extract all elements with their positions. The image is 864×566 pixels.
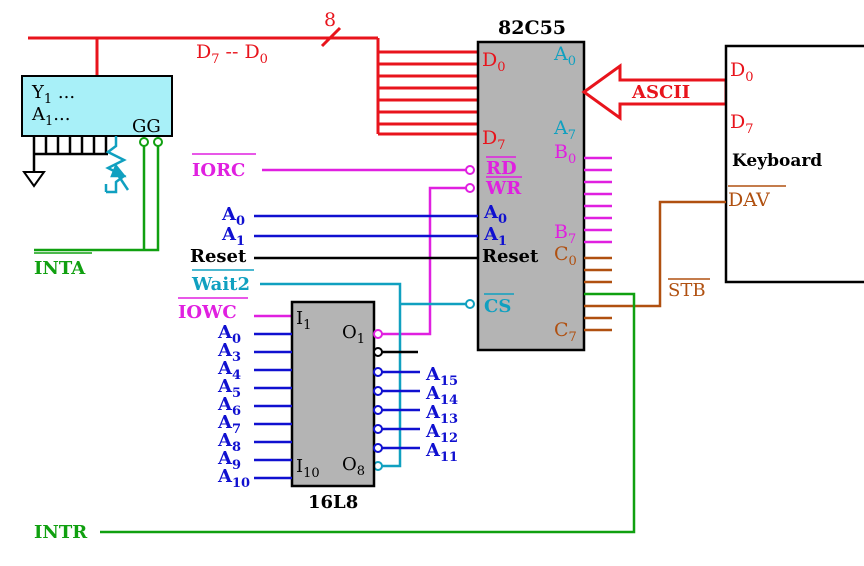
bus-width-label: 8 <box>324 9 336 31</box>
stb-wire <box>612 200 726 308</box>
ppi-wr-label: WR <box>485 178 522 199</box>
ppi-rd-label: RD <box>486 158 517 179</box>
pal-output-bubble-0 <box>373 367 383 377</box>
pal-input-label-0: A0 <box>217 322 241 347</box>
wr-wire <box>382 186 466 336</box>
decoder-y-label: Y1 ... <box>31 82 75 107</box>
iorc-label: IORC <box>192 160 245 181</box>
a0-label: A0 <box>221 204 245 229</box>
ppi-a0-label: A0 <box>483 202 507 227</box>
g-input-bubble-1 <box>139 137 149 147</box>
pal-input-label-7: A9 <box>217 448 241 473</box>
ppi-title: 82C55 <box>498 17 566 39</box>
pal-input-label-4: A6 <box>217 394 241 419</box>
ppi-a1-label: A1 <box>483 224 507 249</box>
ascii-label: ASCII <box>631 82 690 103</box>
ppi-pa7-label: A7 <box>553 117 576 143</box>
pal-input-label-1: A3 <box>217 340 241 365</box>
keyboard-name-label: Keyboard <box>732 151 822 171</box>
o2-bubble <box>373 347 383 357</box>
decoder: Y1 ... A1... GG <box>21 75 173 194</box>
ppi-pb7-label: B7 <box>554 221 576 247</box>
pal-input-label-8: A10 <box>217 466 250 491</box>
pal-input-label-5: A7 <box>217 412 241 437</box>
ppi-cs-label: CS <box>484 296 511 317</box>
pal-i1-label: I1 <box>296 308 311 333</box>
intr-label: INTR <box>34 522 88 543</box>
iowc-label: IOWC <box>178 302 237 323</box>
pal-input-label-6: A8 <box>217 430 241 455</box>
keyboard-body <box>724 44 864 284</box>
keyboard-d7-label: D7 <box>730 111 754 137</box>
rd-bubble <box>465 165 475 175</box>
pal-output-label-3: A12 <box>425 421 458 446</box>
pal-o8-label: O8 <box>342 454 365 479</box>
pal-output-label-1: A14 <box>425 383 458 408</box>
ppi-d0-label: D0 <box>482 49 506 75</box>
ppi-82c55-body <box>476 40 586 352</box>
pal-output-label-2: A13 <box>425 402 458 427</box>
port-b-pins <box>584 156 612 244</box>
reset-label: Reset <box>190 246 247 267</box>
pal-input-label-3: A5 <box>217 376 241 401</box>
pal-output-bubble-3 <box>373 424 383 434</box>
g-input-bubble-2 <box>153 137 163 147</box>
pal-o1-label: O1 <box>342 322 365 347</box>
wr-bubble <box>465 183 475 193</box>
bus-label: D7 -- D0 <box>196 41 268 67</box>
cs-bubble <box>465 299 475 309</box>
o1-bubble <box>373 329 383 339</box>
ppi-pc0-label: C0 <box>554 243 577 269</box>
resistor-icon <box>104 136 130 194</box>
data-bus <box>28 26 478 136</box>
pal-name: 16L8 <box>308 492 358 513</box>
wait2-label: Wait2 <box>191 274 250 295</box>
pal-output-bubble-1 <box>373 386 383 396</box>
keyboard-d0-label: D0 <box>730 59 754 85</box>
inta-wire <box>34 146 160 252</box>
a1-label: A1 <box>221 224 245 249</box>
wait2-wire <box>260 282 402 468</box>
pal-16l8-body <box>290 300 376 488</box>
pal-i10-label: I10 <box>296 456 320 481</box>
keyboard-dav-label: DAV <box>728 189 770 211</box>
port-c-pins <box>584 256 612 332</box>
intr-wire <box>100 292 636 534</box>
ground-icon <box>22 171 46 188</box>
pal-output-label-4: A11 <box>425 440 458 465</box>
stb-label: STB <box>668 280 706 301</box>
inta-label: INTA <box>34 258 86 279</box>
pal-output-bubble-4 <box>373 443 383 453</box>
decoder-body <box>21 75 173 137</box>
pal-input-label-2: A4 <box>217 358 241 383</box>
ppi-pb0-label: B0 <box>554 141 576 167</box>
decoder-a-label: A1... <box>31 104 70 129</box>
decoder-gg-label: GG <box>132 116 161 137</box>
ppi-reset-label: Reset <box>482 246 539 267</box>
pal-output-bubble-2 <box>373 405 383 415</box>
ppi-pc7-label: C7 <box>554 319 577 345</box>
pal-output-label-0: A15 <box>425 364 458 389</box>
ppi-pa0-label: A0 <box>553 43 576 69</box>
ppi-d7-label: D7 <box>482 127 506 153</box>
